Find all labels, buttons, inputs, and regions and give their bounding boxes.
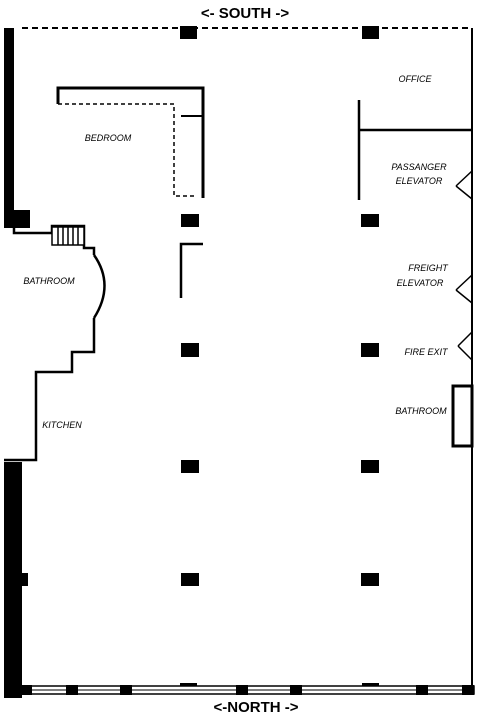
column (20, 573, 28, 586)
partition-wall (179, 242, 203, 298)
west-bathroom-label: BATHROOM (23, 276, 75, 286)
bedroom-walls (56, 86, 205, 198)
east-bathroom-fixture (451, 384, 474, 448)
freight-elevator-label-line1: FREIGHT (408, 263, 449, 273)
passenger-elevator-label-line2: ELEVATOR (396, 176, 443, 186)
passenger-elevator-door (455, 170, 473, 200)
column (181, 460, 199, 473)
freight-elevator-label-line2: ELEVATOR (397, 278, 444, 288)
column (180, 26, 197, 39)
column (361, 214, 379, 227)
south-direction-label: <- SOUTH -> (201, 5, 290, 22)
column (361, 460, 379, 473)
column (361, 343, 379, 357)
fire-exit-door (457, 331, 473, 361)
bedroom-label: BEDROOM (85, 133, 132, 143)
north-direction-label: <-NORTH -> (213, 699, 298, 714)
columns (20, 26, 379, 694)
east-bathroom-label: BATHROOM (395, 406, 447, 416)
fire-exit-label: FIRE EXIT (404, 347, 449, 357)
office-label: OFFICE (399, 74, 433, 84)
office-walls (357, 100, 472, 200)
kitchen-label: KITCHEN (42, 420, 82, 430)
column (181, 214, 199, 227)
west-wall (4, 28, 106, 698)
freight-elevator-door (455, 274, 473, 304)
column (181, 343, 199, 357)
column (181, 573, 199, 586)
north-window-wall (21, 685, 475, 695)
passenger-elevator-label-line1: PASSANGER (391, 162, 447, 172)
stairs (51, 226, 85, 246)
column (362, 26, 379, 39)
column (361, 573, 379, 586)
